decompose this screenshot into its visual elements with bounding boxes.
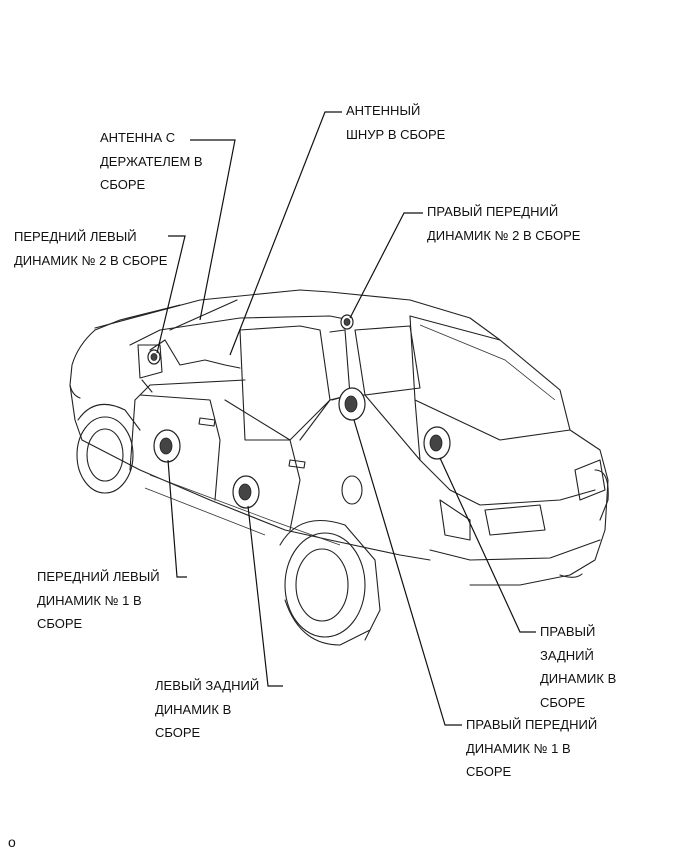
- label-front-left-speaker-1: ПЕРЕДНИЙ ЛЕВЫЙ ДИНАМИК № 1 В СБОРЕ: [37, 569, 160, 631]
- label-front-right-speaker-2: ПРАВЫЙ ПЕРЕДНИЙ ДИНАМИК № 2 В СБОРЕ: [427, 204, 581, 243]
- vehicle-outline: [69, 289, 609, 646]
- label-front-right-speaker-1: ПРАВЫЙ ПЕРЕДНИЙ ДИНАМИК № 1 В СБОРЕ: [466, 717, 598, 779]
- speaker-front-right-2: [340, 314, 354, 330]
- antenna-cord-route: [149, 299, 241, 369]
- speaker-rear-left: [232, 475, 260, 509]
- label-rear-left-speaker: ЛЕВЫЙ ЗАДНИЙ ДИНАМИК В СБОРЕ: [155, 678, 260, 740]
- label-antenna-cord: АНТЕННЫЙ ШНУР В СБОРЕ: [346, 103, 446, 142]
- leader-lines: [156, 111, 536, 726]
- speaker-rear-right: [423, 426, 451, 460]
- speaker-front-right-1: [338, 387, 366, 421]
- label-front-left-speaker-2: ПЕРЕДНИЙ ЛЕВЫЙ ДИНАМИК № 2 В СБОРЕ: [14, 229, 168, 268]
- speaker-front-left-2: [147, 349, 161, 365]
- label-antenna-holder: АНТЕННА С ДЕРЖАТЕЛЕМ В СБОРЕ: [100, 130, 203, 192]
- figure-code: o: [8, 834, 16, 850]
- label-rear-right-speaker: ПРАВЫЙ ЗАДНИЙ ДИНАМИК В СБОРЕ: [540, 624, 617, 710]
- speaker-front-left-1: [153, 429, 181, 463]
